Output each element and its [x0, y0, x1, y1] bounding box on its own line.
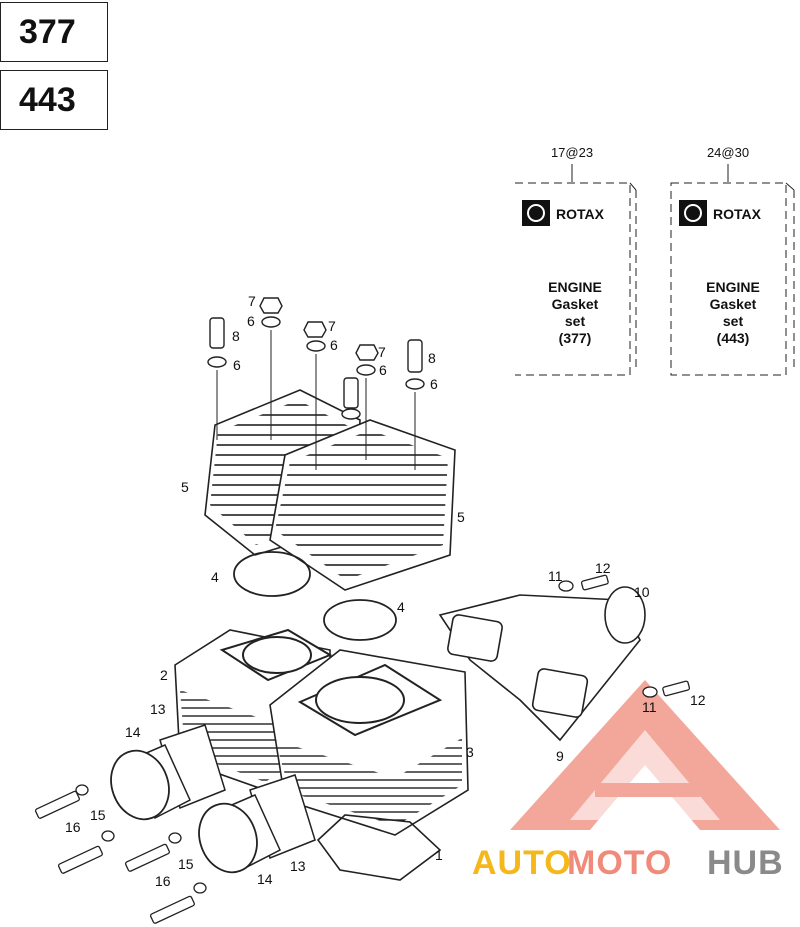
- callout-labels: 1 2 3 4 4 5 5 6 6 6 6 6 7 7 7 8 8 9 10 1…: [65, 293, 706, 889]
- watermark-part1: AUTO: [472, 844, 572, 882]
- head-hardware: [207, 297, 425, 470]
- kit-line3: set: [723, 313, 744, 329]
- callout-4: 4: [397, 599, 405, 615]
- callout-16: 16: [65, 819, 81, 835]
- callout-2: 2: [160, 667, 168, 683]
- kit-code: 24@30: [707, 145, 749, 160]
- callout-6: 6: [247, 313, 255, 329]
- callout-13: 13: [290, 858, 306, 874]
- callout-3: 3: [466, 744, 474, 760]
- kit-line2: Gasket: [710, 296, 757, 312]
- callout-5: 5: [457, 509, 465, 525]
- head-gasket-right[interactable]: [323, 599, 397, 641]
- head-gasket-left[interactable]: [233, 551, 311, 597]
- callout-13: 13: [150, 701, 166, 717]
- callout-16: 16: [155, 873, 171, 889]
- intake-socket-right[interactable]: [190, 774, 316, 880]
- callout-15: 15: [90, 807, 106, 823]
- rotax-logo-icon: [522, 200, 550, 226]
- callout-1: 1: [435, 847, 443, 863]
- base-gasket[interactable]: [316, 814, 442, 881]
- kit-code: 17@23: [551, 145, 593, 160]
- callout-7: 7: [378, 344, 386, 360]
- callout-8: 8: [428, 350, 436, 366]
- model-number: 443: [19, 81, 76, 119]
- callout-14: 14: [257, 871, 273, 887]
- callout-6: 6: [430, 376, 438, 392]
- callout-14: 14: [125, 724, 141, 740]
- rotax-logo-icon: [679, 200, 707, 226]
- callout-11: 11: [642, 699, 657, 715]
- callout-9: 9: [556, 748, 564, 764]
- exhaust-hardware: [558, 574, 691, 698]
- intake-socket-left[interactable]: [102, 724, 226, 827]
- kit-line1: ENGINE: [548, 279, 602, 295]
- callout-11: 11: [548, 568, 563, 584]
- callout-8: 8: [232, 328, 240, 344]
- model-box-377: 377: [0, 2, 108, 62]
- model-box-443: 443: [0, 70, 108, 130]
- callout-10: 10: [634, 584, 650, 600]
- intake-hardware: [34, 784, 207, 924]
- kit-line3: set: [565, 313, 586, 329]
- callout-15: 15: [178, 856, 194, 872]
- kit-model: (377): [559, 330, 592, 346]
- callout-5: 5: [181, 479, 189, 495]
- kit-model: (443): [717, 330, 750, 346]
- exhaust-manifold[interactable]: [438, 586, 646, 742]
- brand-name: ROTAX: [556, 206, 605, 222]
- watermark-part3: HUB: [707, 844, 784, 882]
- watermark-part2: MOTO: [567, 844, 672, 882]
- callout-6: 6: [233, 357, 241, 373]
- callout-4: 4: [211, 569, 219, 585]
- callout-12: 12: [690, 692, 706, 708]
- callout-6: 6: [379, 362, 387, 378]
- brand-name: ROTAX: [713, 206, 762, 222]
- kit-line1: ENGINE: [706, 279, 760, 295]
- callout-12: 12: [595, 560, 611, 576]
- cylinder-right[interactable]: [269, 649, 469, 836]
- kit-line2: Gasket: [552, 296, 599, 312]
- watermark-logo: [510, 680, 780, 830]
- callout-6: 6: [330, 337, 338, 353]
- callout-7: 7: [248, 293, 256, 309]
- model-number: 377: [19, 13, 76, 51]
- gasket-kit-card-443[interactable]: 24@30 ROTAX ENGINE Gasket set (443): [670, 145, 795, 376]
- watermark-text: AUTO MOTO HUB: [472, 844, 784, 882]
- callout-7: 7: [328, 318, 336, 334]
- gasket-kit-card-377[interactable]: 17@23 ROTAX ENGINE Gasket set (377): [515, 145, 637, 376]
